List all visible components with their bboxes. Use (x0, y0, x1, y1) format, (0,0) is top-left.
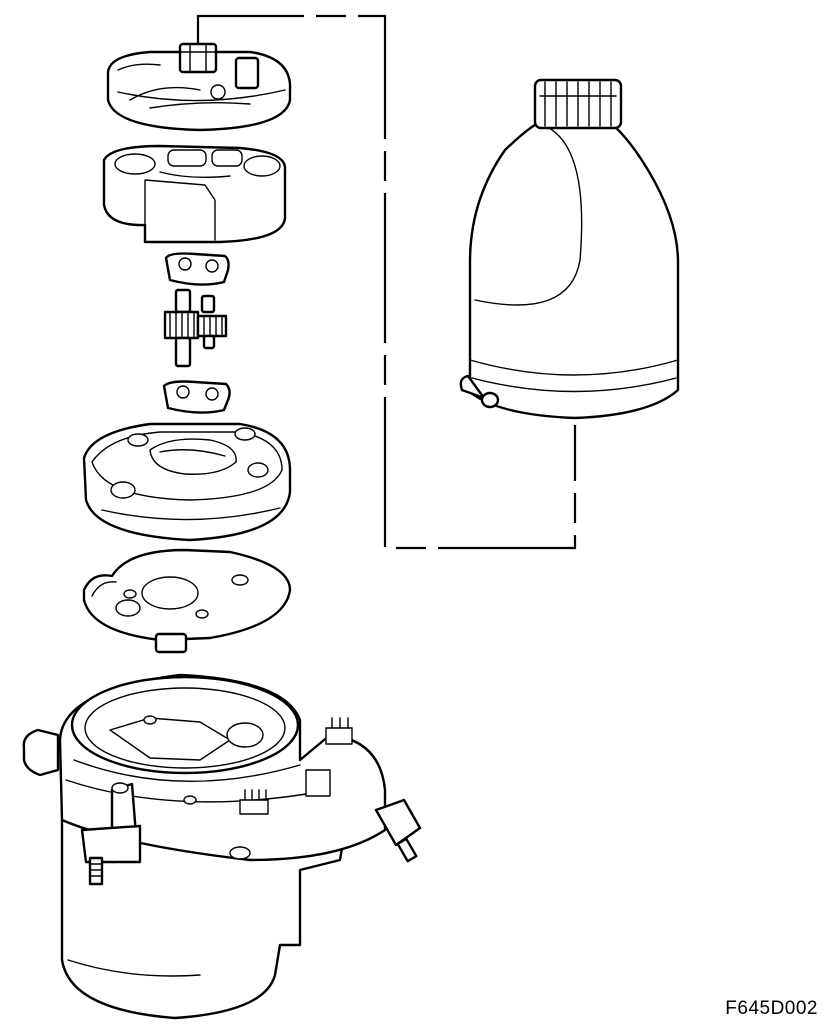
upper-bushing (164, 252, 230, 286)
lower-bushing (162, 380, 231, 414)
pump-body (82, 422, 292, 542)
assembly-dashed-line (196, 14, 577, 550)
rotor-housing (102, 144, 287, 244)
reservoir-cap (106, 42, 292, 132)
motor-body (22, 673, 422, 1020)
cap-valve (234, 56, 260, 90)
figure-code-label: F645D002 (725, 998, 818, 1019)
pump-gears (163, 288, 228, 368)
reservoir-bottle (459, 78, 680, 420)
cap-nut (178, 42, 218, 74)
gasket-plate (82, 548, 292, 654)
